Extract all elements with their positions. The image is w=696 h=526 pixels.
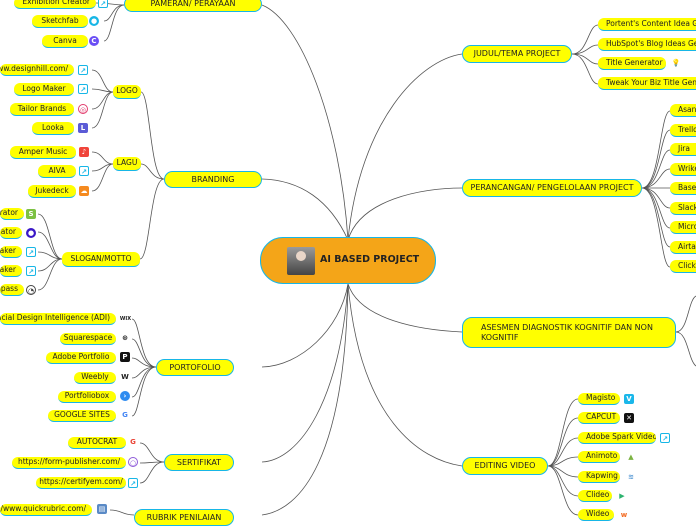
leaf-basecamp[interactable]: Basecamp xyxy=(670,182,696,195)
leaf-adi[interactable]: rtificial Design Intelligence (ADI) xyxy=(0,313,116,325)
leaf-aiva[interactable]: AIVA xyxy=(38,165,76,178)
leaf-clideo[interactable]: Clideo xyxy=(578,490,612,502)
leaf-canva[interactable]: Canva xyxy=(42,35,88,48)
branch-pameran[interactable]: PAMERAN/ PERAYAAN xyxy=(124,0,262,12)
sub-logo[interactable]: LOGO xyxy=(113,85,141,99)
leaf-form-publisher[interactable]: https://form-publisher.com/ xyxy=(12,457,126,469)
branch-sertifikat[interactable]: SERTIFIKAT xyxy=(164,454,234,471)
generator-icon: ● xyxy=(26,228,36,238)
leaf-tailor-brands[interactable]: Tailor Brands xyxy=(10,103,74,116)
leaf-adobe-portfolio[interactable]: Adobe Portfolio xyxy=(46,352,116,364)
google-icon: G xyxy=(128,437,138,447)
quickrubric-icon: ▤ xyxy=(97,504,107,514)
branch-asesmen[interactable]: ASESMEN DIAGNOSTIK KOGNITIF DAN NON KOGN… xyxy=(462,317,676,348)
canva-icon: C xyxy=(89,36,99,46)
adobe-portfolio-icon: P xyxy=(120,352,130,362)
leaf-airtable[interactable]: Airtable xyxy=(670,241,696,254)
branch-portofolio[interactable]: PORTOFOLIO xyxy=(156,359,234,376)
leaf-capcut[interactable]: CAPCUT xyxy=(578,412,620,424)
leaf-designhill[interactable]: www.designhill.com/ xyxy=(0,64,74,76)
shopify-icon: S xyxy=(26,209,36,219)
leaf-looka[interactable]: Looka xyxy=(32,122,74,135)
branch-editing-video[interactable]: EDITING VIDEO xyxy=(462,457,548,475)
leaf-hubspot[interactable]: HubSpot's Blog Ideas Generator xyxy=(598,38,696,51)
lightbulb-icon: 💡 xyxy=(671,58,681,68)
leaf-sketchfab[interactable]: Sketchfab xyxy=(32,15,88,28)
external-link-icon[interactable]: ↗ xyxy=(128,478,138,488)
sub-lagu[interactable]: LAGU xyxy=(113,157,141,171)
capcut-icon: ✕ xyxy=(624,413,634,423)
leaf-slack[interactable]: Slack xyxy=(670,202,696,215)
root-title: AI BASED PROJECT xyxy=(320,254,420,265)
external-link-icon[interactable]: ↗ xyxy=(660,433,670,443)
leaf-logo-maker[interactable]: Logo Maker xyxy=(14,83,74,96)
branch-rubrik-penilaian[interactable]: RUBRIK PENILAIAN xyxy=(134,509,234,526)
leaf-autocrat[interactable]: AUTOCRAT xyxy=(68,437,126,449)
tailor-brands-icon: ◎ xyxy=(78,104,88,114)
form-publisher-icon: ○ xyxy=(128,457,138,467)
leaf-jukedeck[interactable]: Jukedeck xyxy=(28,185,76,198)
compass-icon: ◔ xyxy=(26,285,36,295)
external-link-icon[interactable]: ↗ xyxy=(98,0,108,8)
leaf-slogan-4[interactable]: Maker xyxy=(0,265,22,277)
leaf-tweak-your-biz[interactable]: Tweak Your Biz Title Generator xyxy=(598,77,696,90)
leaf-certifyem[interactable]: https://certifyem.com/ xyxy=(36,477,126,489)
looka-icon: L xyxy=(78,123,88,133)
leaf-google-sites[interactable]: GOOGLE SITES xyxy=(48,410,116,422)
leaf-wrike[interactable]: Wrike xyxy=(670,163,696,176)
external-link-icon[interactable]: ↗ xyxy=(79,166,89,176)
avatar xyxy=(287,247,315,275)
leaf-magisto[interactable]: Magisto xyxy=(578,393,620,405)
leaf-jira[interactable]: Jira xyxy=(670,143,696,156)
branch-perancangan[interactable]: PERANCANGAN/ PENGELOLAAN PROJECT xyxy=(462,179,642,197)
sub-slogan[interactable]: SLOGAN/MOTTO xyxy=(62,252,140,267)
leaf-clickup[interactable]: ClickUp xyxy=(670,260,696,273)
wideo-icon: w xyxy=(618,510,630,520)
kapwing-icon: ≋ xyxy=(626,472,636,482)
play-icon: ▶ xyxy=(617,491,627,501)
leaf-slogan-5[interactable]: mpass xyxy=(0,284,24,296)
leaf-weebly[interactable]: Weebly xyxy=(74,372,116,384)
leaf-quickrubric[interactable]: s://www.quickrubric.com/ xyxy=(0,504,92,516)
external-link-icon[interactable]: ↗ xyxy=(26,266,36,276)
external-link-icon[interactable]: ↗ xyxy=(78,65,88,75)
root-node[interactable]: AI BASED PROJECT xyxy=(260,237,436,284)
leaf-adobe-spark[interactable]: Adobe Spark Video xyxy=(578,432,656,444)
leaf-animoto[interactable]: Animoto xyxy=(578,451,620,463)
leaf-trello[interactable]: Trello xyxy=(670,124,696,137)
leaf-microsoft[interactable]: Microsoft xyxy=(670,221,696,234)
wix-icon: WIX xyxy=(119,314,132,324)
weebly-icon: W xyxy=(120,372,130,382)
leaf-wideo[interactable]: Wideo xyxy=(578,509,614,521)
vimeo-icon: V xyxy=(624,394,634,404)
leaf-squarespace[interactable]: Squarespace xyxy=(60,333,116,345)
squarespace-icon: ⊛ xyxy=(120,333,130,343)
leaf-slogan-2[interactable]: erator xyxy=(0,227,22,239)
leaf-portent[interactable]: Portent's Content Idea Generator xyxy=(598,18,696,31)
leaf-kapwing[interactable]: Kapwing xyxy=(578,471,620,483)
leaf-portfoliobox[interactable]: Portfoliobox xyxy=(58,391,116,403)
external-link-icon[interactable]: ↗ xyxy=(78,84,88,94)
leaf-asana[interactable]: Asana xyxy=(670,104,696,117)
leaf-title-generator[interactable]: Title Generator xyxy=(598,57,666,70)
sketchfab-icon: ● xyxy=(89,16,99,26)
jukedeck-icon: ☁ xyxy=(79,186,89,196)
amper-music-icon: ♪ xyxy=(79,147,89,157)
leaf-slogan-1[interactable]: erator xyxy=(0,208,24,220)
external-link-icon[interactable]: ↗ xyxy=(26,247,36,257)
animoto-icon: ▲ xyxy=(626,452,636,462)
leaf-exhibition-creator[interactable]: Exhibition Creator xyxy=(14,0,96,9)
leaf-slogan-3[interactable]: Maker xyxy=(0,246,22,258)
portfoliobox-icon: › xyxy=(120,391,130,401)
google-icon: G xyxy=(120,410,130,420)
branch-branding[interactable]: BRANDING xyxy=(164,171,262,188)
leaf-amper-music[interactable]: Amper Music xyxy=(10,146,76,159)
branch-judul-tema[interactable]: JUDUL/TEMA PROJECT xyxy=(462,45,572,63)
